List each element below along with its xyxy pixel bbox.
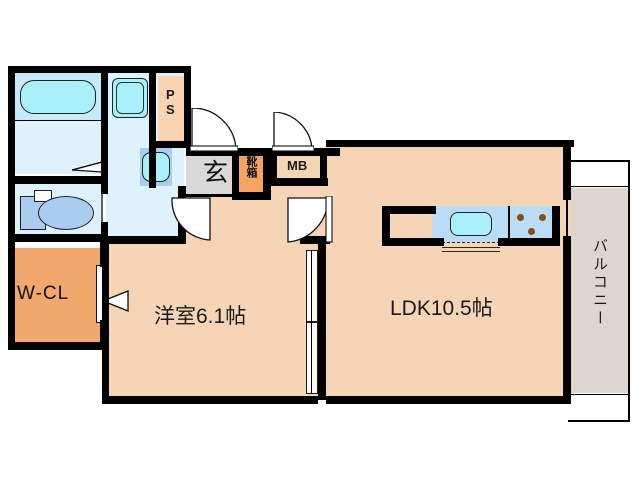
wall-kitchen-front-right (498, 238, 558, 246)
entrance-door-arc-icon[interactable] (284, 196, 334, 244)
bathroom-divider (14, 119, 102, 121)
wall-kitchen-back (382, 206, 390, 246)
room-balcony (571, 188, 628, 393)
wall-ps-right (184, 66, 191, 148)
wall-ldk-top (326, 140, 574, 147)
meter-box (276, 152, 326, 180)
label-mb: MB (287, 158, 308, 173)
balcony-rail-inner-top (569, 186, 629, 187)
room-label-genkan: 玄 (203, 159, 229, 187)
wall-ldk-bottom (326, 396, 571, 404)
wall-bedroom-bottom (102, 396, 318, 404)
wall-hall-bottom (106, 236, 184, 244)
washroom-door-arc-icon[interactable] (190, 108, 238, 152)
room-bedroom (108, 240, 318, 398)
wcl-door-arrow-icon (103, 290, 129, 312)
room-label-wcl: W-CL (17, 283, 70, 304)
sliding-door-panel-upper[interactable] (306, 250, 318, 322)
balcony-rail-inner-bottom (569, 394, 629, 395)
label-ps-s: S (166, 102, 175, 117)
bathroom-door-arc-icon[interactable] (72, 150, 104, 174)
wall-wcl-bottom (8, 342, 108, 350)
wall-shoe-left (232, 148, 239, 200)
wall-bath-bottom (8, 176, 108, 184)
wall-kitchen-front (382, 238, 444, 246)
wall-top-left (8, 66, 188, 73)
ldk-entry-door-arc-icon[interactable] (272, 112, 314, 152)
toilet-bowl (38, 196, 94, 230)
wall-toilet-bottom (8, 234, 108, 242)
wall-hall-right-upper (149, 146, 156, 188)
label-shoe-cabinet: 靴箱 (245, 156, 257, 178)
washing-machine-pan-inner-2 (116, 82, 144, 114)
balcony-rail-bottom (568, 420, 630, 422)
wall-shoe-bottom (232, 192, 271, 200)
gas-stove (510, 206, 554, 242)
wall-mb-right (320, 148, 327, 186)
wall-ps-bottom (155, 141, 191, 148)
room-walk-in-closet (14, 248, 106, 344)
wall-bedroom-ldk-top (300, 236, 330, 244)
room-label-ldk: LDK10.5帖 (390, 297, 493, 320)
pipe-shaft (158, 76, 184, 142)
wall-left-outer-lower (8, 241, 15, 349)
wall-mb-bottom (270, 178, 328, 186)
sliding-door-rail (311, 250, 312, 394)
kitchen-sink-bowl (450, 212, 492, 236)
balcony-rail-top (568, 160, 630, 162)
wall-toilet-right-lower (101, 222, 108, 242)
wall-toilet-right (101, 176, 108, 194)
wall-genkan-bottom (186, 194, 233, 197)
balcony-sash (566, 200, 568, 236)
hallway-door-arc-icon[interactable] (166, 196, 212, 242)
sink-front-hatch-line (442, 247, 500, 248)
balcony-rail-outer (628, 160, 630, 422)
wash-basin-bowl (142, 152, 170, 182)
wall-ldk-right-bottom (563, 236, 571, 402)
room-ldk (326, 146, 571, 398)
wall-kitchen-side-right (552, 206, 560, 246)
room-label-bedroom: 洋室6.1帖 (154, 305, 247, 328)
wall-bath-washroom (101, 66, 108, 176)
label-ps-p: P (166, 87, 175, 102)
burner-icon (539, 214, 546, 221)
wall-kitchen-top (382, 206, 436, 214)
room-label-balcony: バルコニー (591, 238, 608, 328)
wall-mb-left (270, 148, 277, 186)
burner-icon (517, 214, 524, 221)
wall-bedroom-ldk-right (318, 240, 326, 400)
kitchen-counter-divider (508, 206, 510, 242)
wall-shoe-right (263, 148, 271, 200)
sliding-door-panel-lower[interactable] (306, 322, 318, 394)
bathtub-2 (20, 80, 96, 114)
wall-washroom-hall (149, 66, 156, 146)
shoe-cabinet (238, 152, 264, 194)
wall-ldk-right-top (563, 140, 571, 200)
wall-bedroom-left (102, 240, 109, 404)
wall-left-outer (8, 66, 15, 241)
burner-icon (528, 228, 535, 235)
